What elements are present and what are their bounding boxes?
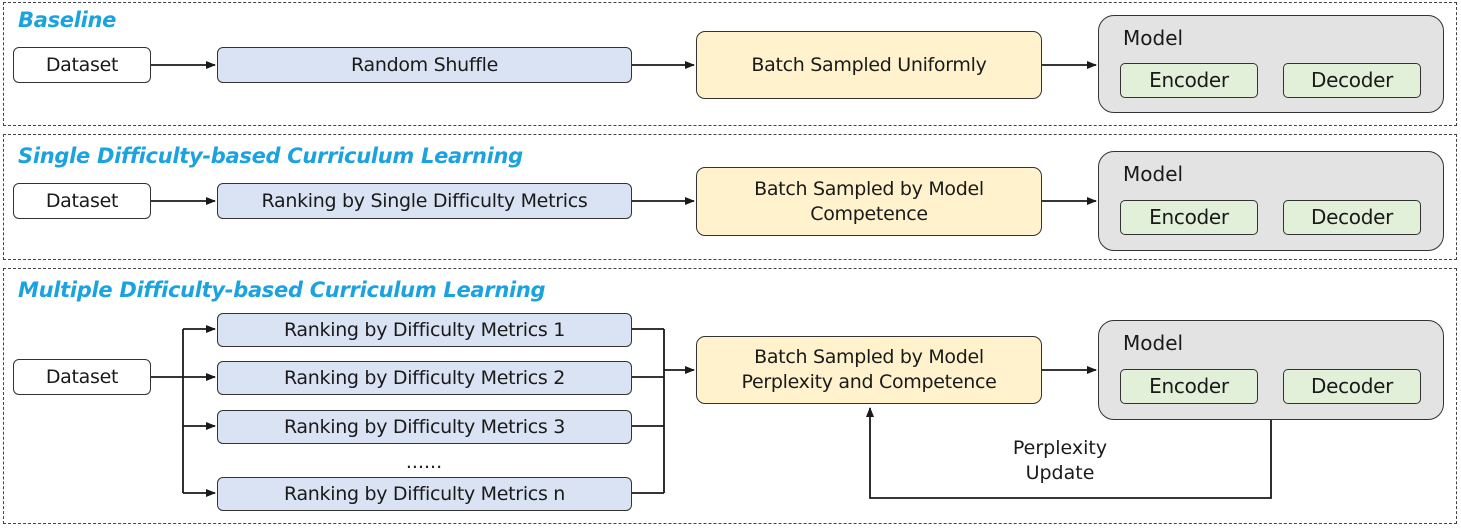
- batch-perplexity-box: Batch Sampled by Model Perplexity and Co…: [696, 336, 1042, 404]
- random-shuffle-box: Random Shuffle: [217, 47, 632, 83]
- decoder-box: Decoder: [1283, 200, 1421, 235]
- single-difficulty-title: Single Difficulty-based Curriculum Learn…: [18, 144, 523, 168]
- single-ranking-box: Ranking by Single Difficulty Metrics: [217, 183, 632, 219]
- ranking-metrics-1-box: Ranking by Difficulty Metrics 1: [217, 313, 632, 347]
- dataset-box: Dataset: [13, 359, 151, 395]
- batch-line-2: Competence: [810, 202, 928, 225]
- ellipsis: ......: [405, 451, 443, 473]
- model-label: Model: [1123, 331, 1184, 355]
- baseline-title: Baseline: [18, 8, 117, 32]
- batch-uniform-box: Batch Sampled Uniformly: [696, 31, 1042, 99]
- dataset-box: Dataset: [13, 47, 151, 83]
- ranking-metrics-2-box: Ranking by Difficulty Metrics 2: [217, 361, 632, 395]
- feedback-line-1: Perplexity: [1012, 437, 1108, 459]
- ranking-metrics-3-box: Ranking by Difficulty Metrics 3: [217, 410, 632, 444]
- decoder-box: Decoder: [1283, 63, 1421, 98]
- ranking-metrics-n-box: Ranking by Difficulty Metrics n: [217, 477, 632, 511]
- encoder-box: Encoder: [1120, 369, 1258, 404]
- dataset-box: Dataset: [13, 183, 151, 219]
- multiple-difficulty-title: Multiple Difficulty-based Curriculum Lea…: [18, 278, 546, 302]
- perplexity-update-label: Perplexity Update: [990, 436, 1130, 486]
- model-label: Model: [1123, 26, 1184, 50]
- single-difficulty-panel: [3, 134, 1457, 260]
- batch-line-1: Batch Sampled by Model: [754, 177, 984, 200]
- model-box: Model Encoder Decoder: [1098, 151, 1444, 251]
- model-label: Model: [1123, 162, 1184, 186]
- feedback-line-2: Update: [1025, 462, 1095, 484]
- model-box: Model Encoder Decoder: [1098, 15, 1444, 113]
- batch-line-2: Perplexity and Competence: [741, 371, 997, 393]
- baseline-panel: [3, 2, 1457, 126]
- batch-competence-box: Batch Sampled by Model Competence: [696, 167, 1042, 236]
- encoder-box: Encoder: [1120, 200, 1258, 235]
- decoder-box: Decoder: [1283, 369, 1421, 404]
- encoder-box: Encoder: [1120, 63, 1258, 98]
- multiple-difficulty-panel: [3, 268, 1457, 524]
- batch-line-1: Batch Sampled by Model: [754, 346, 984, 368]
- model-box: Model Encoder Decoder: [1098, 320, 1444, 420]
- feedback-loop-line: [866, 407, 1272, 499]
